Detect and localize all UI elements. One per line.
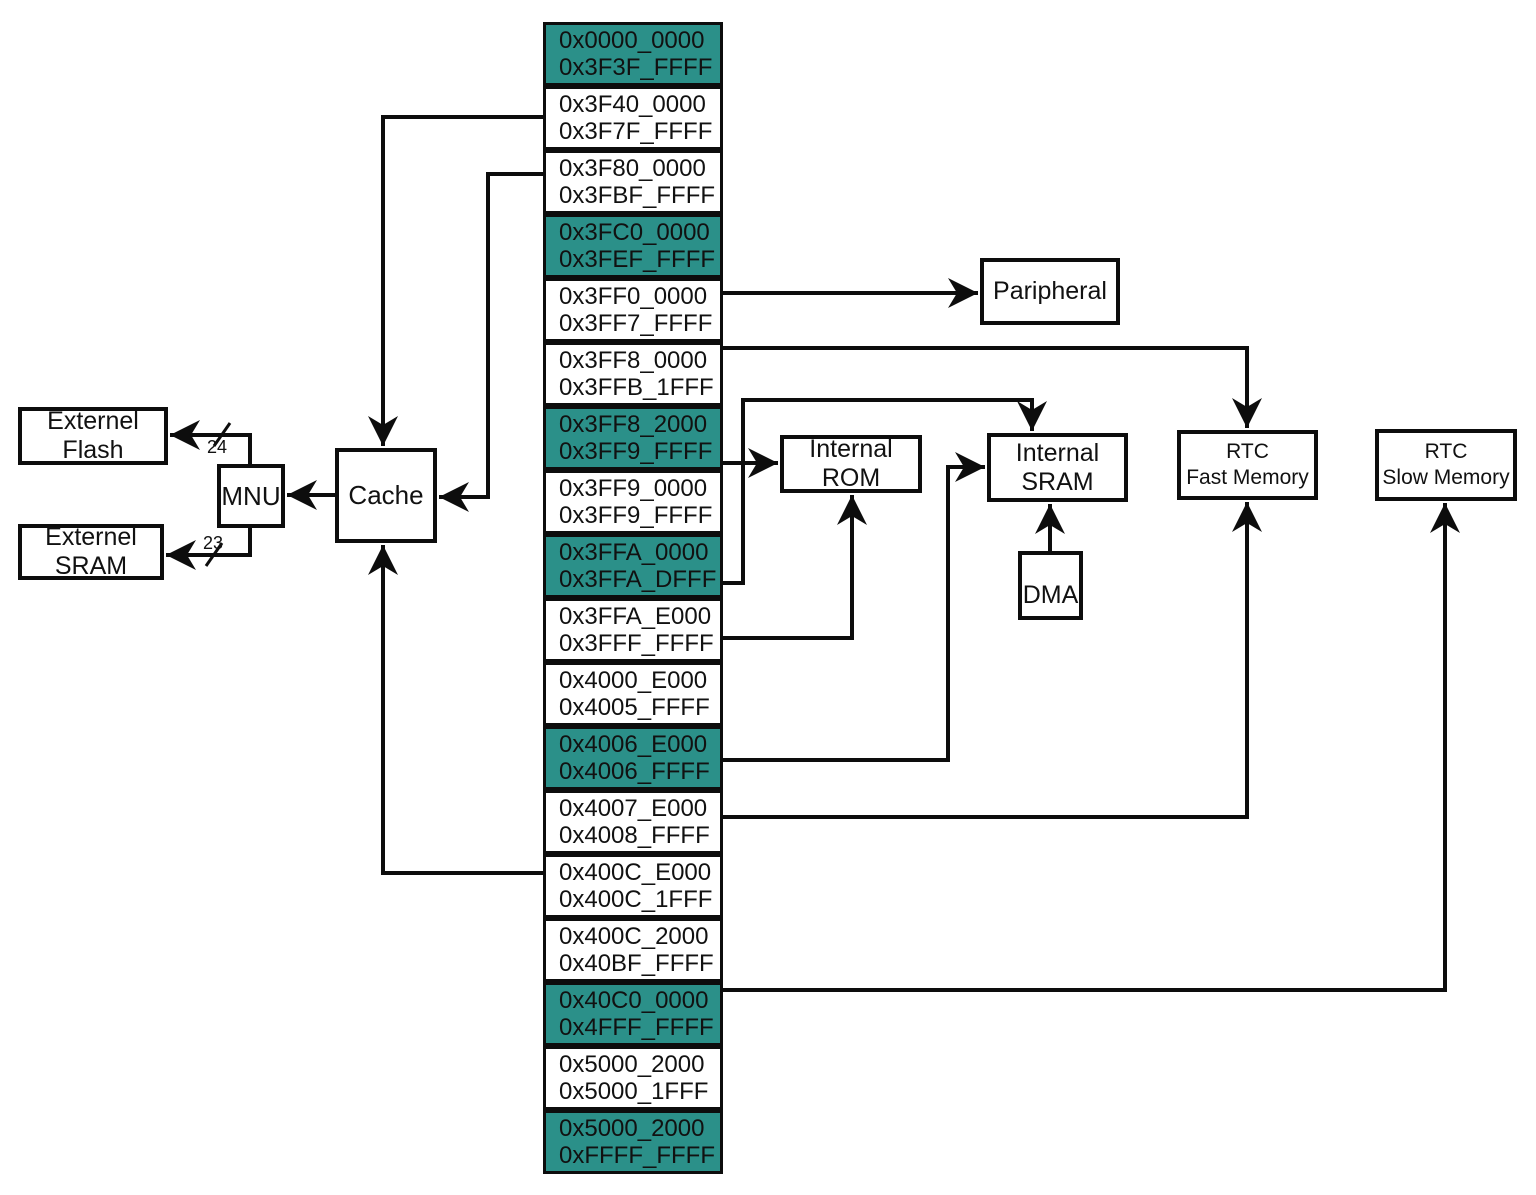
memory-cell-end-address: 0x3FBF_FFFF — [559, 182, 716, 209]
memory-cell-end-address: 0x3FF7_FFFF — [559, 310, 713, 337]
memory-cell-end-address: 0x4FFF_FFFF — [559, 1014, 714, 1041]
bus-width-tick-24 — [212, 422, 232, 447]
connector-cell-0x400C-to-cache-bottom — [368, 545, 543, 875]
memory-cell-end-address: 0x400C_1FFF — [559, 886, 713, 913]
rtc-slow-memory-label-line1: RTC — [1424, 440, 1468, 463]
memory-cell-end-address: 0x3FF9_FFFF — [559, 438, 713, 465]
mnu-label: MNU — [221, 480, 281, 511]
memory-cell-end-address: 0x3F3F_FFFF — [559, 54, 713, 81]
memory-cell-start-address: 0x400C_E000 — [559, 859, 712, 886]
memory-cell-start-address: 0x3FC0_0000 — [559, 219, 710, 246]
externel-sram-box: Externel SRAM — [18, 523, 164, 580]
externel-flash-label-line2: Flash — [62, 436, 124, 464]
rtc-fast-memory-box: RTC Fast Memory — [1177, 430, 1318, 500]
mnu-box: MNU — [217, 464, 285, 528]
memory-cell-end-address: 0x4006_FFFF — [559, 758, 710, 785]
bus-width-tick-23 — [204, 542, 224, 567]
cache-label: Cache — [348, 480, 424, 510]
connector-cell-0x40C0-to-rtc-slow-bottom — [723, 503, 1460, 992]
memory-cell-end-address: 0x3FFA_DFFF — [559, 566, 717, 593]
externel-flash-label-line1: Externel — [47, 407, 139, 435]
memory-cell-start-address: 0x4000_E000 — [559, 667, 708, 694]
memory-cell-start-address: 0x4007_E000 — [559, 795, 708, 822]
memory-cell-start-address: 0x40C0_0000 — [559, 987, 709, 1014]
connector-cell-0x3FFA-E000-to-rom-bottom — [723, 495, 867, 640]
memory-cell-end-address: 0x4008_FFFF — [559, 822, 710, 849]
memory-cell-start-address: 0x3F40_0000 — [559, 91, 706, 118]
memory-cell-end-address: 0x3FF9_FFFF — [559, 502, 713, 529]
memory-cell-start-address: 0x3FF9_0000 — [559, 475, 708, 502]
connector-cell-0x3F40-to-cache-top — [368, 115, 543, 446]
connector-cell-0x3FF8-to-rtc-fast-top — [723, 346, 1262, 428]
connector-mnu-to-externel-flash — [170, 420, 252, 464]
connector-cell-0x4007-to-rtc-fast-bottom — [723, 502, 1262, 819]
memory-cell-end-address: 0x40BF_FFFF — [559, 950, 714, 977]
cache-box: Cache — [335, 448, 437, 543]
memory-cell-start-address: 0x3FFA_E000 — [559, 603, 712, 630]
externel-sram-label-line2: SRAM — [54, 552, 128, 580]
memory-cell-start-address: 0x400C_2000 — [559, 923, 709, 950]
internal-rom-box: Internal ROM — [780, 435, 922, 493]
internal-rom-label-line1: Internal — [809, 435, 893, 463]
connector-cell-0x3FFA-to-sram-top — [723, 398, 1047, 585]
memory-cell-end-address: 0x3F7F_FFFF — [559, 118, 713, 145]
memory-cell-end-address: 0x3FFF_FFFF — [559, 630, 714, 657]
rtc-slow-memory-box: RTC Slow Memory — [1375, 429, 1517, 501]
memory-cell-start-address: 0x0000_0000 — [559, 27, 705, 54]
internal-sram-box: Internal SRAM — [987, 433, 1128, 502]
memory-cell-start-address: 0x3FFA_0000 — [559, 539, 709, 566]
internal-sram-label-line1: Internal — [1015, 438, 1100, 467]
rtc-fast-memory-label-line2: Fast Memory — [1186, 466, 1309, 489]
bus-width-label-23: 23 — [203, 533, 224, 553]
bus-width-label-24: 24 — [207, 437, 228, 457]
connector-mnu-to-externel-sram — [166, 528, 252, 570]
memory-cell-end-address: 0x4005_FFFF — [559, 694, 710, 721]
connector-cell-0x3F80-to-cache-right — [439, 172, 543, 512]
internal-rom-label-line2: ROM — [821, 464, 881, 492]
externel-flash-box: Externel Flash — [18, 407, 168, 465]
dma-box: DMA — [1018, 551, 1083, 620]
memory-cell-start-address: 0x4006_E000 — [559, 731, 708, 758]
memory-cell-start-address: 0x5000_2000 — [559, 1051, 705, 1078]
memory-cell-end-address: 0xFFFF_FFFF — [559, 1142, 715, 1169]
connector-cell-0x4006-to-sram-left — [723, 452, 985, 762]
paripheral-box: Paripheral — [980, 258, 1120, 325]
externel-sram-label-line1: Externel — [45, 523, 137, 551]
dma-label: DMA — [1022, 581, 1079, 609]
memory-cell-start-address: 0x3F80_0000 — [559, 155, 706, 182]
memory-cell-start-address: 0x5000_2000 — [559, 1115, 705, 1142]
memory-cell-start-address: 0x3FF8_0000 — [559, 347, 708, 374]
rtc-slow-memory-label-line2: Slow Memory — [1382, 466, 1510, 489]
memory-cell-end-address: 0x3FEF_FFFF — [559, 246, 716, 273]
route-group — [166, 115, 1460, 992]
internal-sram-label-line2: SRAM — [1021, 467, 1094, 496]
memory-cell-end-address: 0x5000_1FFF — [559, 1078, 709, 1105]
rtc-fast-memory-label-line1: RTC — [1226, 440, 1269, 463]
paripheral-label: Paripheral — [993, 277, 1107, 305]
memory-cell-start-address: 0x3FF8_2000 — [559, 411, 708, 438]
memory-cell-end-address: 0x3FFB_1FFF — [559, 374, 714, 401]
memory-cell-start-address: 0x3FF0_0000 — [559, 283, 708, 310]
